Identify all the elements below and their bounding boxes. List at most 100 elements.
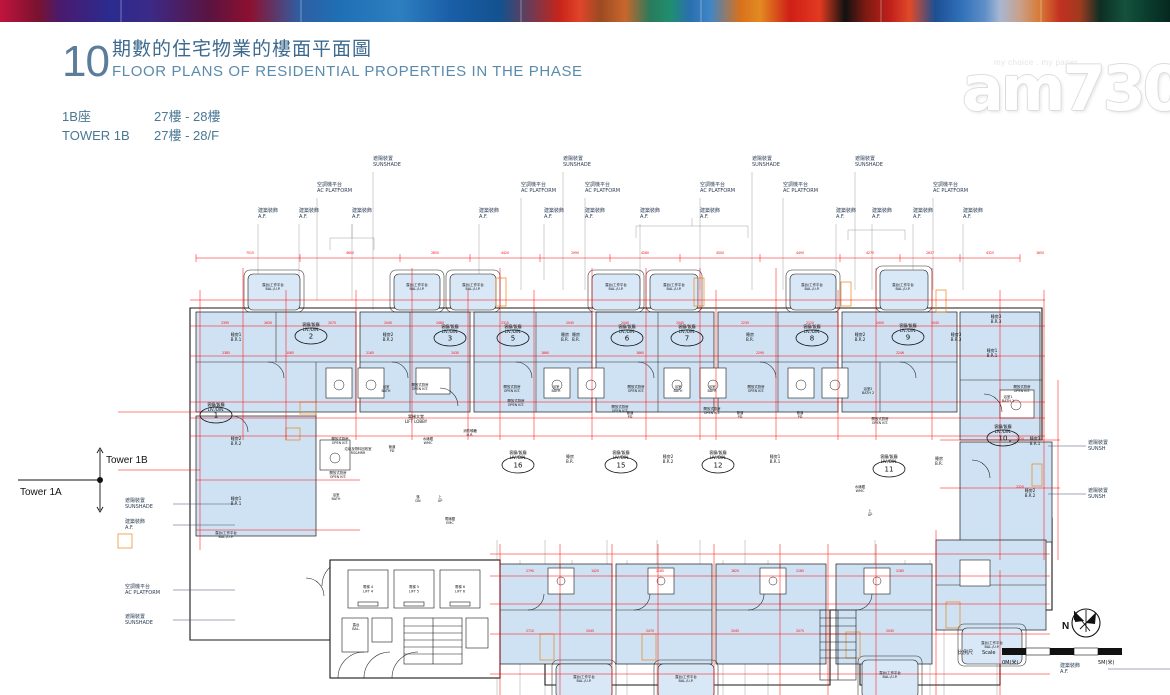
svg-text:2165: 2165 bbox=[656, 569, 664, 573]
room-label-en: OPEN KIT. bbox=[704, 411, 721, 415]
svg-text:4275: 4275 bbox=[866, 251, 874, 255]
unit-number: 5 bbox=[511, 335, 515, 343]
svg-text:2045: 2045 bbox=[886, 629, 894, 633]
callout-label-en: A.F. bbox=[544, 214, 553, 220]
room-label-en: BATH bbox=[551, 389, 560, 393]
room-label-en: WMC bbox=[856, 489, 865, 493]
callout-label-en: AC PLATFORM bbox=[585, 188, 620, 194]
internal-walls bbox=[196, 312, 1046, 611]
svg-text:2637: 2637 bbox=[926, 251, 934, 255]
svg-text:2040: 2040 bbox=[384, 321, 392, 325]
room-label-en: PD bbox=[798, 415, 803, 419]
unit-number: 9 bbox=[906, 334, 910, 342]
room-label-en: BATH 2 bbox=[862, 391, 874, 395]
room-label-en: LIV./DIN. bbox=[900, 328, 917, 333]
room-label-en: BATH bbox=[673, 389, 682, 393]
callout-label-en: SUNSH bbox=[1088, 446, 1106, 452]
room-label-zh: 露台/工作平台 bbox=[462, 282, 484, 287]
room-label-zh: 消防喉轆 bbox=[463, 428, 477, 433]
callout-label-en: AC PLATFORM bbox=[317, 188, 352, 194]
callout-label-zh: 建築裝飾 bbox=[544, 207, 564, 214]
room-label-zh: 浴室 bbox=[383, 384, 390, 389]
callout-label-en: SUNSHADE bbox=[125, 504, 153, 510]
room-label-en: BAL./U.P. bbox=[896, 287, 911, 291]
svg-text:2290: 2290 bbox=[756, 351, 764, 355]
room-label-up: 上UP bbox=[868, 508, 873, 517]
lift-label-zh: 電梯 6 bbox=[455, 584, 465, 589]
callout-label-zh: 建築裝飾 bbox=[700, 207, 720, 214]
room-label-zh: 睡房3 bbox=[951, 331, 962, 337]
room-label-en: LIV./DIN. bbox=[505, 329, 522, 334]
svg-text:7515: 7515 bbox=[246, 251, 254, 255]
room-label-zh: 浴室 bbox=[675, 384, 682, 389]
lift-label-zh: 電梯 4 bbox=[363, 584, 373, 589]
room-label-en: B.R.3 bbox=[991, 319, 1002, 324]
room-label-zh: 露台/工作平台 bbox=[262, 282, 284, 287]
tower-floors-zh: 27樓 - 28樓 bbox=[154, 109, 221, 124]
logo-wordmark: am730 bbox=[962, 52, 1170, 125]
callout-leaders bbox=[173, 445, 1170, 670]
room-label-en: LIV./DIN. bbox=[995, 429, 1012, 434]
room-label-en: LIV./DIN. bbox=[208, 407, 225, 412]
room-label-zh: 客廳/飯廳 bbox=[899, 322, 916, 328]
room-label-zh: 露台/工作平台 bbox=[879, 670, 901, 675]
svg-text:2470: 2470 bbox=[646, 629, 654, 633]
room-label-zh: 睡房1 bbox=[987, 347, 998, 353]
callout-label-zh: 遮陽裝置 bbox=[855, 155, 875, 162]
page-number: 10 bbox=[62, 37, 110, 86]
unit-marker: 12 bbox=[701, 456, 735, 474]
room-label-zh: 水錶櫃 bbox=[423, 436, 434, 441]
svg-text:2120: 2120 bbox=[806, 321, 814, 325]
callout-label-en: A.F. bbox=[479, 214, 488, 220]
unit-marker: 11 bbox=[872, 460, 906, 478]
callout-label-zh: 空調機平台 bbox=[521, 181, 546, 188]
room-label-en: B.R.1 bbox=[987, 353, 998, 358]
callout-label-en: SUNSHADE bbox=[563, 162, 591, 168]
svg-text:2045: 2045 bbox=[676, 321, 684, 325]
room-label-en: B.R. bbox=[746, 337, 754, 342]
room-label-en: PD bbox=[738, 415, 743, 419]
callout-label-en: A.F. bbox=[872, 214, 881, 220]
svg-text:2630: 2630 bbox=[264, 321, 272, 325]
room-label-zh: 睡房2 bbox=[855, 331, 866, 337]
room-label-zh: 客廳/飯廳 bbox=[803, 323, 820, 329]
callout-label-zh: 空調機平台 bbox=[700, 181, 725, 188]
callout-label-zh: 空調機平台 bbox=[317, 181, 342, 188]
svg-text:4500: 4500 bbox=[716, 251, 724, 255]
room-label-zh: 睡房1 bbox=[231, 331, 242, 337]
unit-marker: 5 bbox=[496, 329, 530, 347]
callout-label-zh: 遮陽裝置 bbox=[1088, 439, 1108, 446]
